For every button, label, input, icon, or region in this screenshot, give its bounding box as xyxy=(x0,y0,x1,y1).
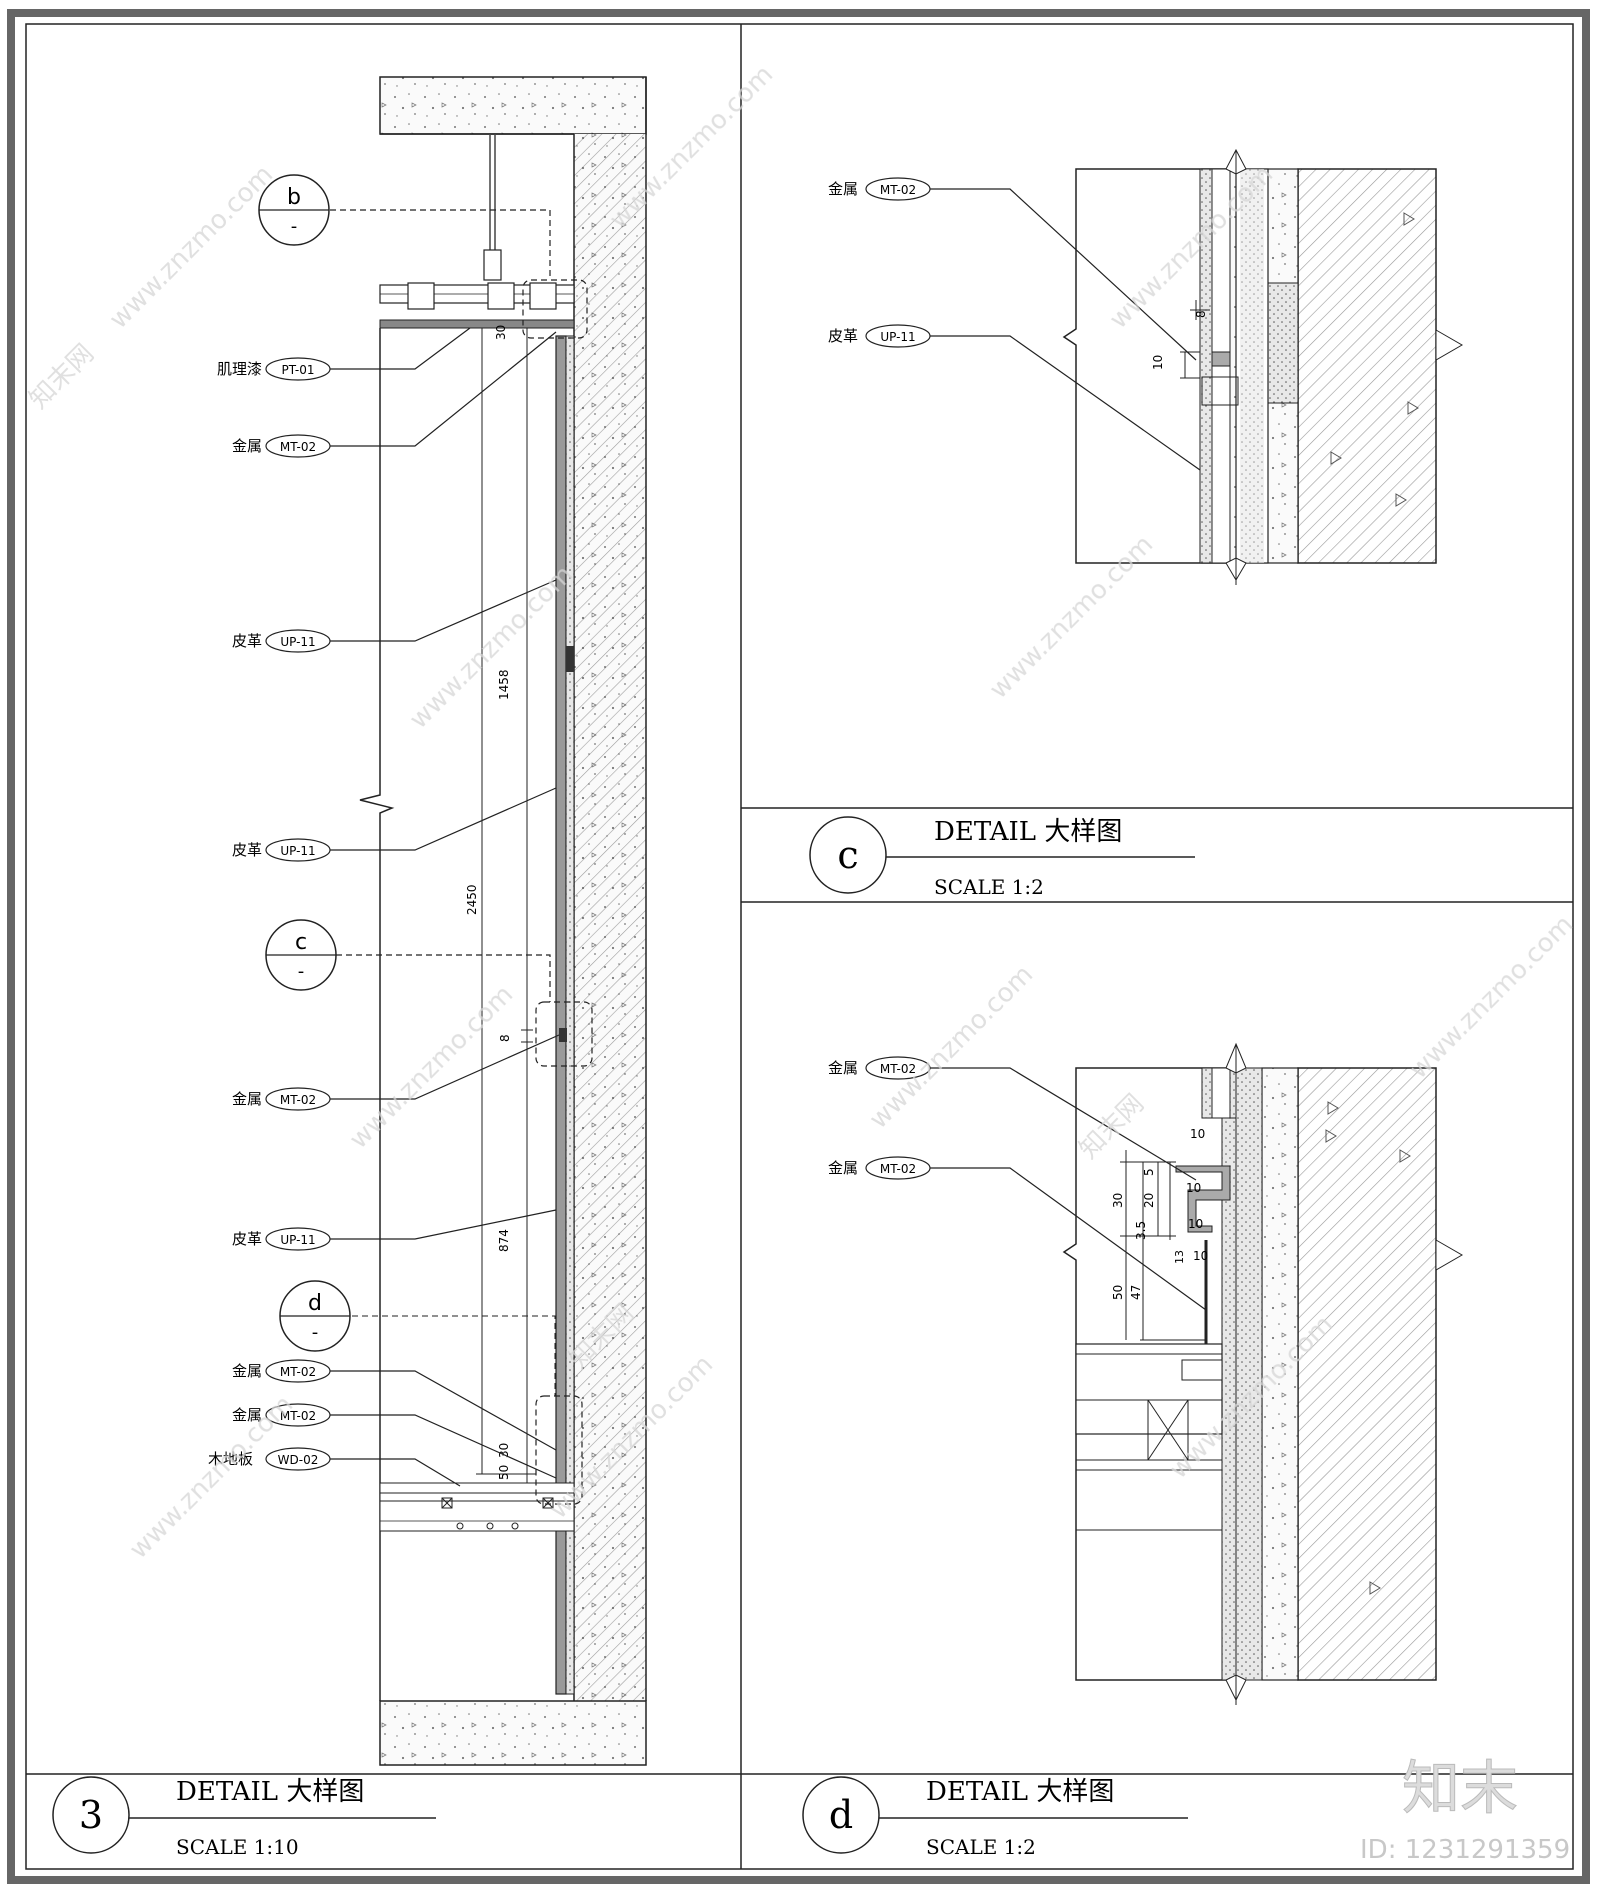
callout-label: 皮革 xyxy=(232,841,262,859)
detail-d-dimensions: 10 5 10 30 20 3.5 10 13 50 47 10 xyxy=(1111,1127,1208,1300)
dim-text: 10 xyxy=(1190,1127,1205,1141)
detail-3-title: DETAIL 大样图 xyxy=(176,1777,364,1807)
callout-code: WD-02 xyxy=(278,1453,319,1467)
title-block-c: c DETAIL 大样图 SCALE 1:2 xyxy=(809,816,1195,899)
dim-text: 8 xyxy=(1194,310,1208,318)
dim-text: 50 xyxy=(497,1465,511,1480)
section-marker-d-sub: - xyxy=(312,1322,319,1343)
callout-code: MT-02 xyxy=(280,440,316,454)
callout-up11[interactable]: 皮革 UP-11 xyxy=(232,579,557,653)
detail-d-drawing xyxy=(1062,1042,1464,1705)
dim-text: 30 xyxy=(497,1443,511,1458)
inner-frame xyxy=(25,23,1574,1870)
dim-text: 10 xyxy=(1186,1181,1201,1195)
callout-code: PT-01 xyxy=(281,363,314,377)
detail-c-number: c xyxy=(837,833,858,877)
dim-text: 13 xyxy=(1173,1250,1186,1264)
dim-text: 1458 xyxy=(497,669,511,700)
callout-code: MT-02 xyxy=(280,1093,316,1107)
callout-code: MT-02 xyxy=(880,183,916,197)
section-marker-b-sub: - xyxy=(291,216,298,237)
callout-code: MT-02 xyxy=(280,1365,316,1379)
callout-d-mt02[interactable]: 金属 MT-02 xyxy=(828,1056,1197,1181)
callout-label: 皮革 xyxy=(828,327,858,345)
callout-up11[interactable]: 皮革 UP-11 xyxy=(232,787,557,862)
callout-c-up11[interactable]: 皮革 UP-11 xyxy=(828,324,1201,471)
dim-text: 30 xyxy=(494,325,508,340)
callout-code: UP-11 xyxy=(280,844,315,858)
callout-label: 金属 xyxy=(232,1362,262,1380)
title-block-d: d DETAIL 大样图 SCALE 1:2 xyxy=(802,1776,1188,1859)
detail-c-title: DETAIL 大样图 xyxy=(934,817,1122,847)
detail-d-scale: SCALE 1:2 xyxy=(926,1835,1036,1859)
detail-3-number: 3 xyxy=(79,1793,103,1837)
dim-text: 2450 xyxy=(465,884,479,915)
main-section-drawing xyxy=(330,76,647,1766)
dim-text: 47 xyxy=(1129,1285,1143,1300)
section-marker-b-letter: b xyxy=(287,185,301,210)
callout-code: MT-02 xyxy=(880,1162,916,1176)
callout-mt02[interactable]: 金属 MT-02 xyxy=(232,1359,557,1451)
callout-label: 金属 xyxy=(828,1059,858,1077)
callout-code: UP-11 xyxy=(280,635,315,649)
callout-label: 金属 xyxy=(828,180,858,198)
callout-pt01[interactable]: 肌理漆 PT-01 xyxy=(217,327,471,381)
detail-d-number: d xyxy=(829,1793,853,1837)
dim-text: 30 xyxy=(1111,1193,1125,1208)
callout-mt02[interactable]: 金属 MT-02 xyxy=(232,1034,560,1111)
dim-text: 50 xyxy=(1111,1285,1125,1300)
dim-text: 10 xyxy=(1193,1249,1208,1263)
dim-text: 3.5 xyxy=(1134,1221,1148,1240)
section-marker-c-letter: c xyxy=(295,930,307,955)
dim-text: 10 xyxy=(1188,1217,1203,1231)
detail-c-drawing xyxy=(1062,148,1464,585)
callout-up11[interactable]: 皮革 UP-11 xyxy=(232,1209,557,1251)
callout-label: 木地板 xyxy=(208,1450,253,1468)
callout-label: 金属 xyxy=(232,437,262,455)
section-marker-c-sub: - xyxy=(298,961,305,982)
dim-text: 10 xyxy=(1151,355,1165,370)
callout-label: 金属 xyxy=(232,1090,262,1108)
callout-label: 金属 xyxy=(828,1159,858,1177)
callout-mt02[interactable]: 金属 MT-02 xyxy=(232,331,557,458)
main-dimensions: 30 1458 2450 8 874 50 30 xyxy=(465,325,512,1480)
section-marker-b[interactable]: b - xyxy=(258,174,330,246)
outer-frame xyxy=(7,9,1590,1884)
title-block-3: 3 DETAIL 大样图 SCALE 1:10 xyxy=(52,1776,436,1859)
dim-text: 20 xyxy=(1142,1193,1156,1208)
callout-c-mt02[interactable]: 金属 MT-02 xyxy=(828,177,1197,361)
znzmo-logo: 知末 xyxy=(1402,1754,1518,1822)
section-marker-c[interactable]: c - xyxy=(265,919,337,991)
dim-text: 874 xyxy=(497,1229,511,1252)
callout-label: 皮革 xyxy=(232,632,262,650)
section-marker-d[interactable]: d - xyxy=(279,1280,351,1352)
callout-label: 金属 xyxy=(232,1406,262,1424)
dim-text: 8 xyxy=(498,1034,512,1042)
detail-3-scale: SCALE 1:10 xyxy=(176,1835,299,1859)
callout-code: UP-11 xyxy=(880,330,915,344)
callout-wd02[interactable]: 木地板 WD-02 xyxy=(208,1447,461,1487)
detail-c-dimensions: 10 8 xyxy=(1151,310,1208,370)
dim-text: 5 xyxy=(1142,1168,1156,1176)
callout-label: 肌理漆 xyxy=(217,360,262,378)
callout-label: 皮革 xyxy=(232,1230,262,1248)
detail-d-title: DETAIL 大样图 xyxy=(926,1777,1114,1807)
callout-mt02[interactable]: 金属 MT-02 xyxy=(232,1403,557,1479)
callout-d-mt02[interactable]: 金属 MT-02 xyxy=(828,1156,1207,1311)
section-marker-d-letter: d xyxy=(308,1291,322,1316)
callout-code: UP-11 xyxy=(280,1233,315,1247)
detail-c-scale: SCALE 1:2 xyxy=(934,875,1044,899)
callout-code: MT-02 xyxy=(280,1409,316,1423)
callout-code: MT-02 xyxy=(880,1062,916,1076)
image-id: ID: 1231291359 xyxy=(1360,1835,1570,1865)
